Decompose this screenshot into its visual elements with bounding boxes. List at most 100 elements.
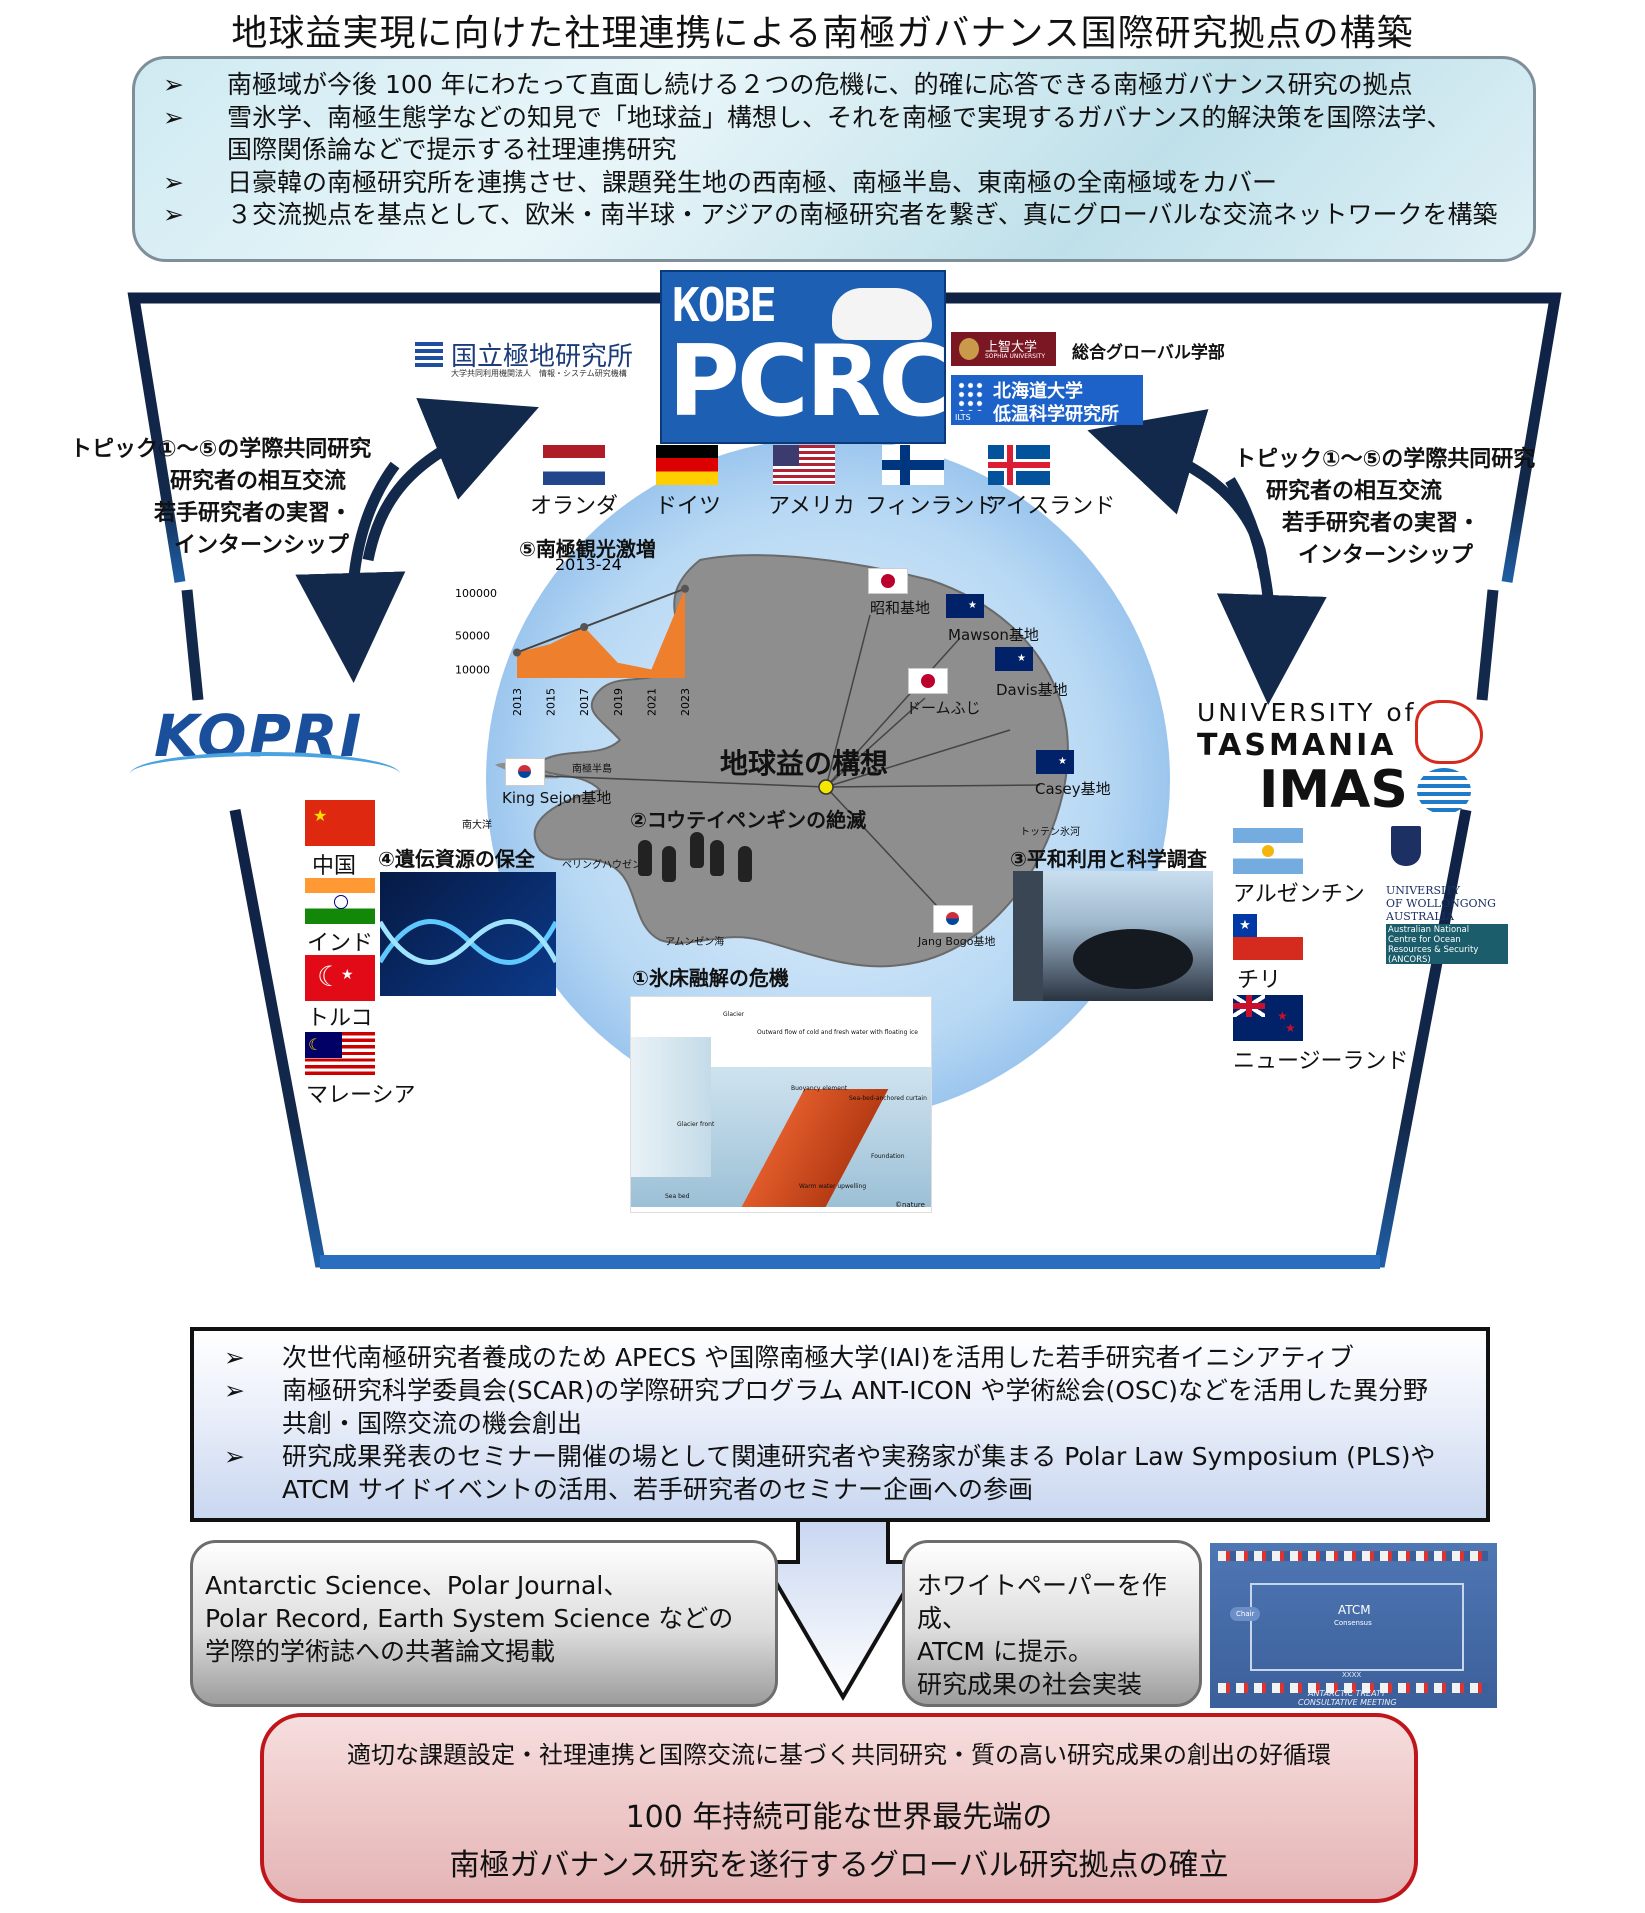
map-center-label: 地球益の構想 <box>720 747 889 780</box>
place-totten: トッテン氷河 <box>1020 827 1080 838</box>
summary-bullet: ➢雪氷学、南極生態学などの知見で「地球益」構想し、それを南極で実現するガバナンス… <box>163 102 1452 165</box>
frame-right-top <box>945 292 1562 583</box>
chile-flag-icon: ★ <box>1233 914 1303 960</box>
kobe-pcrc-logo: KOBE PCRC <box>660 270 946 444</box>
tourism-period-label: 2013-24 <box>555 556 622 574</box>
arrow-bullet-icon: ➢ <box>224 1343 245 1372</box>
down-arrow <box>760 1522 926 1701</box>
activity-bullet: ➢次世代南極研究者養成のため APECS や国際南極大学(IAI)を活用した若手… <box>224 1343 1355 1372</box>
base-link-lines <box>544 614 1041 921</box>
page-title: 地球益実現に向けた社理連携による南極ガバナンス国際研究拠点の構築 <box>231 13 1414 54</box>
tourism-xtick: 2013 <box>511 688 524 716</box>
uow-crest-icon <box>1391 826 1421 866</box>
arrow-bullet-icon: ➢ <box>224 1442 245 1471</box>
frame-right-lower <box>1476 589 1499 701</box>
research-ship-image <box>1013 871 1213 1001</box>
right-exchange-arrow-down <box>1216 477 1327 705</box>
arrow-bullet-icon: ➢ <box>163 167 184 197</box>
flag-label-chile: チリ <box>1237 968 1282 993</box>
left-exchange-arrow-down <box>295 461 406 683</box>
iceland-flag-icon <box>988 445 1050 485</box>
australia-flag-icon: ★ <box>1036 750 1074 774</box>
tourism-ytick: 100000 <box>455 587 497 600</box>
china-flag-icon: ★ <box>305 800 375 846</box>
tourism-xtick: 2019 <box>612 688 625 716</box>
usa-flag-icon <box>773 445 835 485</box>
japan-flag-icon <box>868 568 908 594</box>
sophia-department: 総合グローバル学部 <box>1072 343 1225 363</box>
base-mawson: Mawson基地 <box>948 626 1039 644</box>
imas-wave-icon <box>1417 768 1471 814</box>
summary-box: ➢南極域が今後 100 年にわたって直面し続ける２つの危機に、的確に応答できる南… <box>132 56 1536 262</box>
outcome-goal-line1: 100 年持続可能な世界最先端の <box>625 1800 1053 1835</box>
arrow-bullet-icon: ➢ <box>163 102 184 132</box>
flag-label-iceland: アイスランド <box>985 494 1116 519</box>
tourism-ytick: 50000 <box>455 630 490 643</box>
tourism-trend-line <box>516 587 686 654</box>
new-zealand-flag-icon: ★ ★ <box>1233 995 1303 1041</box>
germany-flag-icon <box>656 445 718 485</box>
finland-flag-icon <box>882 445 944 485</box>
nipr-logo: 国立極地研究所 大学共同利用機関法人 情報・システム研究機構 <box>415 336 645 382</box>
frame-left-top <box>127 292 660 583</box>
place-southern-ocean: 南大洋 <box>462 820 492 831</box>
topic-peace-label: ③平和利用と科学調査 <box>1010 847 1207 871</box>
base-showa: 昭和基地 <box>870 599 931 617</box>
korea-flag-icon <box>933 905 973 933</box>
flag-label-india: インド <box>307 931 374 956</box>
tourism-ytick: 10000 <box>455 664 490 677</box>
turkey-flag-icon: ☾★ <box>305 955 375 1001</box>
left-exchange-arrow-up <box>362 398 539 562</box>
place-amundsen: アムンゼン海 <box>665 937 725 948</box>
tourism-point <box>580 623 589 631</box>
australia-flag-icon: ★ <box>995 647 1033 671</box>
flag-label-china: 中国 <box>312 854 357 879</box>
dna-helix-image <box>380 872 556 996</box>
tourism-area <box>517 588 685 678</box>
sophia-crest-icon <box>959 338 979 360</box>
atcm-meeting-image: ATCM Consensus Chair XXXX ANTARCTIC TREA… <box>1210 1543 1497 1708</box>
tourism-xtick: 2015 <box>545 688 558 716</box>
summary-bullet: ➢南極域が今後 100 年にわたって直面し続ける２つの危機に、的確に応答できる南… <box>163 69 1533 102</box>
hokudai-logo: ILTS 北海道大学 低温科学研究所 <box>951 375 1143 425</box>
argentina-flag-icon <box>1233 828 1303 874</box>
base-dome-fuji: ドームふじ <box>906 699 981 717</box>
summary-bullet: ➢日豪韓の南極研究所を連携させ、課題発生地の西南極、南極半島、東南極の全南極域を… <box>163 167 1533 200</box>
topic-penguin-label: ②コウテイペンギンの絶滅 <box>630 808 867 832</box>
base-davis: Davis基地 <box>996 681 1068 699</box>
emperor-penguins-image <box>638 832 758 892</box>
place-peninsula: 南極半島 <box>572 764 612 775</box>
india-flag-icon <box>305 878 375 924</box>
base-casey: Casey基地 <box>1035 780 1111 798</box>
base-king-sejong: King Sejon基地 <box>502 789 612 807</box>
globe-arc-icon <box>130 752 400 796</box>
outcome-box: 適切な課題設定・社理連携と国際交流に基づく共同研究・質の高い研究成果の創出の好循… <box>260 1713 1418 1903</box>
topics-left: トピック①～⑤の学際共同研究 研究者の相互交流 若手研究者の実習・ インターンシ… <box>70 437 372 558</box>
tourism-xtick: 2023 <box>679 688 692 716</box>
summary-bullet: ➢３交流拠点を基点として、欧米・南半球・アジアの南極研究者を繋ぎ、真にグローバル… <box>163 199 1533 232</box>
flag-label-turkey: トルコ <box>307 1006 373 1031</box>
sophia-logo: 上智大学 SOPHIA UNIVERSITY <box>951 332 1056 366</box>
snow-dots-icon <box>957 381 983 411</box>
utas-logo: UNIVERSITY of TASMANIA IMAS <box>1197 698 1487 820</box>
netherlands-flag-icon <box>543 445 605 485</box>
center-marker <box>818 779 834 795</box>
flag-label-argentina: アルゼンチン <box>1233 882 1365 907</box>
outcome-goal-line2: 南極ガバナンス研究を遂行するグローバル研究拠点の確立 <box>449 1848 1229 1883</box>
flag-label-new-zealand: ニュージーランド <box>1233 1049 1409 1074</box>
tourism-chart-title: ⑤南極観光激増 <box>519 537 656 561</box>
malaysia-flag-icon: ☾ <box>305 1032 375 1078</box>
activities-box: ➢次世代南極研究者養成のため APECS や国際南極大学(IAI)を活用した若手… <box>190 1327 1490 1522</box>
ice-curtain-figure: Glacier Outward flow of cold and fresh w… <box>630 996 932 1213</box>
topic-ice-label: ①氷床融解の危機 <box>632 966 789 990</box>
flag-label-netherlands: オランダ <box>530 494 619 519</box>
tourism-point <box>681 584 689 593</box>
activity-bullet: ➢南極研究科学委員会(SCAR)の学際研究プログラム ANT-ICON や学術総… <box>224 1376 1428 1438</box>
dna-helix-icon <box>380 919 556 965</box>
australia-flag-icon: ★ <box>946 594 984 618</box>
outcome-cycle-text: 適切な課題設定・社理連携と国際交流に基づく共同研究・質の高い研究成果の創出の好循… <box>347 1741 1331 1769</box>
topics-right: トピック①～⑤の学際共同研究 研究者の相互交流 若手研究者の実習・ インターンシ… <box>1234 447 1536 568</box>
publication-box: Antarctic Science、Polar Journal、Polar Re… <box>190 1540 778 1707</box>
tourism-point <box>513 648 521 657</box>
